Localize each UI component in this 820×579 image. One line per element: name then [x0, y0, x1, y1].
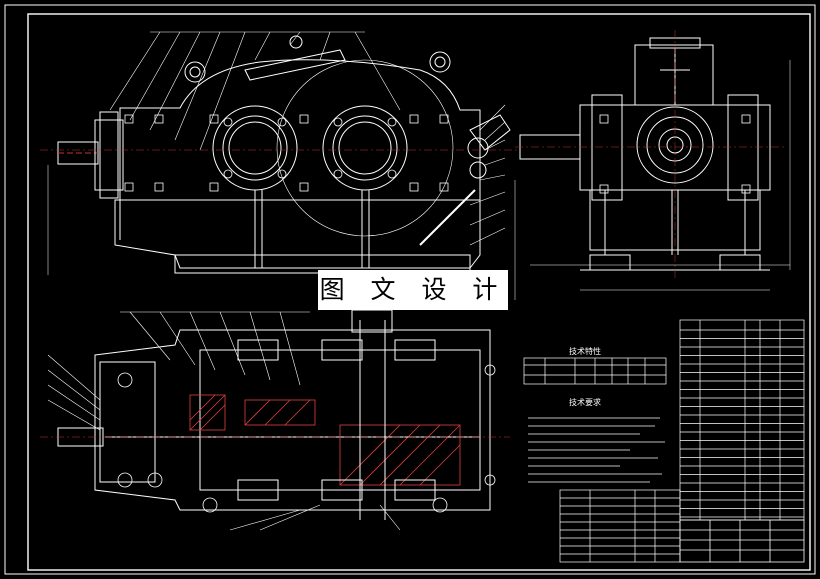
tech-characteristics-table [523, 357, 667, 385]
leader-lines-top [109, 31, 401, 151]
side-view [515, 30, 791, 291]
lifting-eye-left [184, 61, 206, 83]
bearing-hole-2 [322, 105, 408, 191]
bolt-heads [124, 114, 449, 192]
section-housing [94, 329, 491, 511]
outer-frame [4, 4, 816, 575]
front-view [40, 31, 520, 300]
housing-cover [119, 59, 481, 201]
gear-pitch-circle [276, 59, 454, 237]
tech-requirements-title: 技术要求 [569, 397, 601, 407]
inner-frame [27, 13, 811, 571]
section-view [40, 309, 510, 531]
housing-base [114, 199, 481, 269]
lifting-eye-right [429, 51, 451, 73]
gear-hatch [189, 394, 461, 486]
parts-list-table [679, 319, 805, 521]
title-block [679, 519, 805, 563]
section-input-shaft [57, 427, 104, 447]
tech-requirements-text-lines [528, 417, 665, 483]
tech-characteristics-title: 技术特性 [569, 346, 601, 356]
bom-table [559, 489, 681, 563]
watermark-banner: 图 文 设 计 [318, 270, 508, 310]
